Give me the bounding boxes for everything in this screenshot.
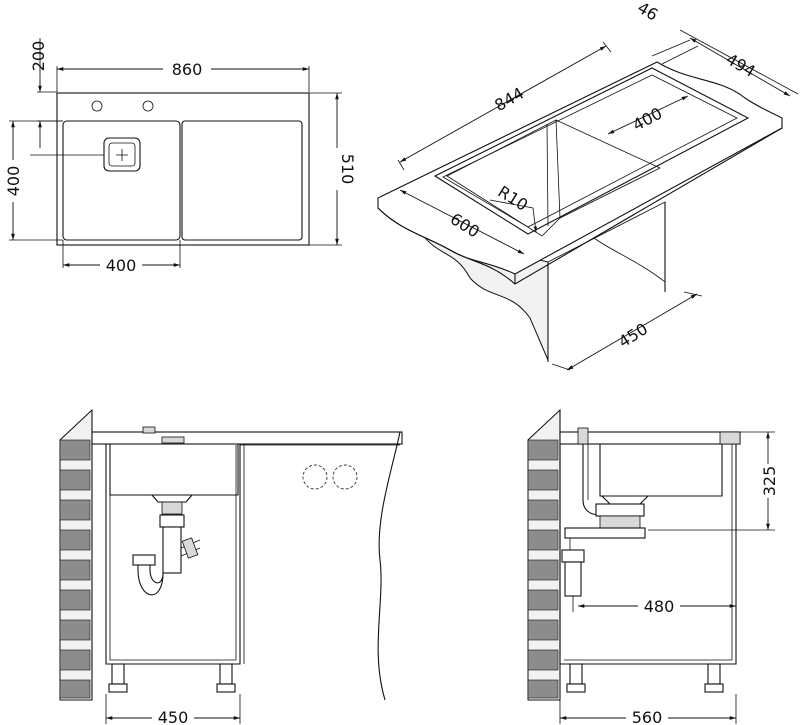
side-section: 325 480 560 (527, 408, 782, 725)
dim-side-cabinet-width: 560 (632, 708, 663, 725)
dim-bowl-depth: 400 (4, 166, 23, 197)
tap-hole-right (142, 100, 154, 112)
sink-bowl-section (109, 444, 239, 496)
dim-offset: 200 (29, 41, 48, 72)
dim-depth: 494 (723, 49, 759, 81)
worktop (377, 61, 783, 275)
dim-length: 844 (491, 83, 527, 115)
drain-square-outer (103, 137, 141, 172)
dim-side-height: 325 (760, 466, 779, 497)
brick-wall-front (59, 439, 91, 699)
dim-drain-distance: 480 (644, 597, 675, 616)
drainer-outline (181, 120, 303, 241)
brick-wall-side (527, 439, 559, 699)
side-trap (564, 561, 582, 597)
dim-thickness: 46 (634, 0, 661, 25)
dim-front-cabinet-width: 450 (158, 708, 189, 725)
front-section: 450 (59, 408, 403, 725)
dim-width: 860 (172, 60, 203, 79)
sink-outline (56, 92, 310, 246)
dim-bowl-width: 400 (106, 256, 137, 275)
iso-view: 844 46 494 400 R10 600 450 (377, 0, 799, 371)
drain-square-inner (108, 142, 136, 167)
bowl-outline (62, 120, 181, 241)
sink-bowl-side (599, 444, 723, 497)
drain-cross-icon (116, 149, 128, 161)
tap-hole-left (91, 100, 103, 112)
top-view: 860 200 400 400 510 (4, 38, 357, 275)
dim-height: 510 (338, 154, 357, 185)
